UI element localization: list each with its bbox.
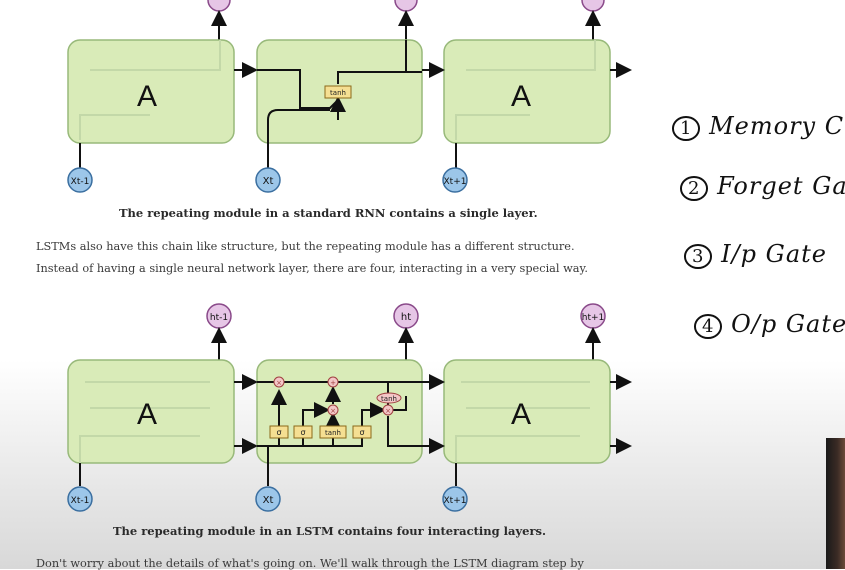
lstm-cell-tanh-op xyxy=(376,392,402,404)
rnn-input-label-left: Xt-1 xyxy=(71,177,90,187)
rnn-output-node-left xyxy=(207,0,231,12)
lstm-output-label-right: ht+1 xyxy=(582,313,605,323)
rnn-input-label-center: Xt xyxy=(263,176,274,187)
note-1-number: 1 xyxy=(672,116,701,141)
rnn-tanh-label: tanh xyxy=(330,89,346,97)
note-2-text: Forget Gate xyxy=(717,172,845,200)
lstm-input-multiply-op xyxy=(327,404,339,416)
rnn-module-label-right: A xyxy=(511,80,531,113)
lstm-caption: The repeating module in an LSTM contains… xyxy=(113,524,547,538)
lstm-forget-multiply-op xyxy=(273,376,285,388)
note-3: 3 I/p Gate xyxy=(684,240,827,269)
note-2-number: 2 xyxy=(680,176,709,201)
lstm-output-multiply-op xyxy=(382,404,394,416)
rnn-module-label-left: A xyxy=(137,80,157,113)
lstm-input-label-right: Xt+1 xyxy=(444,496,467,506)
rnn-input-label-right: Xt+1 xyxy=(444,177,467,187)
lstm-add-op xyxy=(327,376,339,388)
lstm-gate-label-4: σ xyxy=(359,428,364,437)
lstm-forget-gate-layer xyxy=(269,425,289,439)
rnn-module-right xyxy=(443,39,611,144)
paragraph-line-2: Instead of having a single neural networ… xyxy=(36,262,589,275)
rnn-input-node-center xyxy=(255,167,281,193)
lstm-output-label-left: ht-1 xyxy=(210,313,228,323)
note-2: 2 Forget Gate xyxy=(680,172,845,201)
webcam-overlay xyxy=(826,438,845,569)
svg-text:×: × xyxy=(276,379,282,387)
lstm-module-right xyxy=(443,359,611,464)
lstm-module-label-right: A xyxy=(511,398,531,431)
lstm-input-gate-layer xyxy=(293,425,313,439)
note-3-number: 3 xyxy=(684,244,713,269)
svg-text:×: × xyxy=(385,407,391,415)
rnn-module-left xyxy=(67,39,235,144)
lstm-module-left xyxy=(67,359,235,464)
note-1: 1 Memory Cell xyxy=(672,112,845,141)
svg-text:+: + xyxy=(330,379,336,387)
note-3-text: I/p Gate xyxy=(721,240,827,268)
lstm-gate-label-3: tanh xyxy=(325,429,341,437)
lstm-gate-label-2: σ xyxy=(300,428,305,437)
rnn-output-node-right xyxy=(581,0,605,12)
footer-text: Don't worry about the details of what's … xyxy=(36,557,584,570)
lstm-input-node-center xyxy=(255,486,281,512)
rnn-input-node-left xyxy=(67,167,93,193)
rnn-caption: The repeating module in a standard RNN c… xyxy=(119,206,538,220)
rnn-diagram: tanh A A Xt-1 Xt Xt+1 xyxy=(67,0,632,193)
rnn-input-node-right xyxy=(442,167,468,193)
lstm-cell-tanh-label: tanh xyxy=(381,395,397,403)
lstm-module-label-left: A xyxy=(137,398,157,431)
lstm-input-label-center: Xt xyxy=(263,495,274,506)
lstm-module-center xyxy=(256,359,423,464)
svg-text:×: × xyxy=(330,407,336,415)
lstm-input-node-left xyxy=(67,486,93,512)
note-4: 4 O/p Gate xyxy=(694,310,845,339)
note-1-text: Memory Cell xyxy=(709,112,845,140)
paragraph-line-1: LSTMs also have this chain like structur… xyxy=(36,240,575,253)
lstm-candidate-layer xyxy=(319,425,347,439)
rnn-tanh-layer xyxy=(324,85,352,99)
note-4-text: O/p Gate xyxy=(731,310,845,338)
rnn-output-node-center xyxy=(394,0,418,12)
note-4-number: 4 xyxy=(694,314,723,339)
lstm-diagram: ht-1 ht ht+1 xyxy=(67,303,632,512)
lstm-gate-label-1: σ xyxy=(276,428,281,437)
lstm-input-node-right xyxy=(442,486,468,512)
lstm-output-label-center: ht xyxy=(401,312,411,323)
lstm-input-label-left: Xt-1 xyxy=(71,496,90,506)
lstm-output-gate-layer xyxy=(352,425,372,439)
